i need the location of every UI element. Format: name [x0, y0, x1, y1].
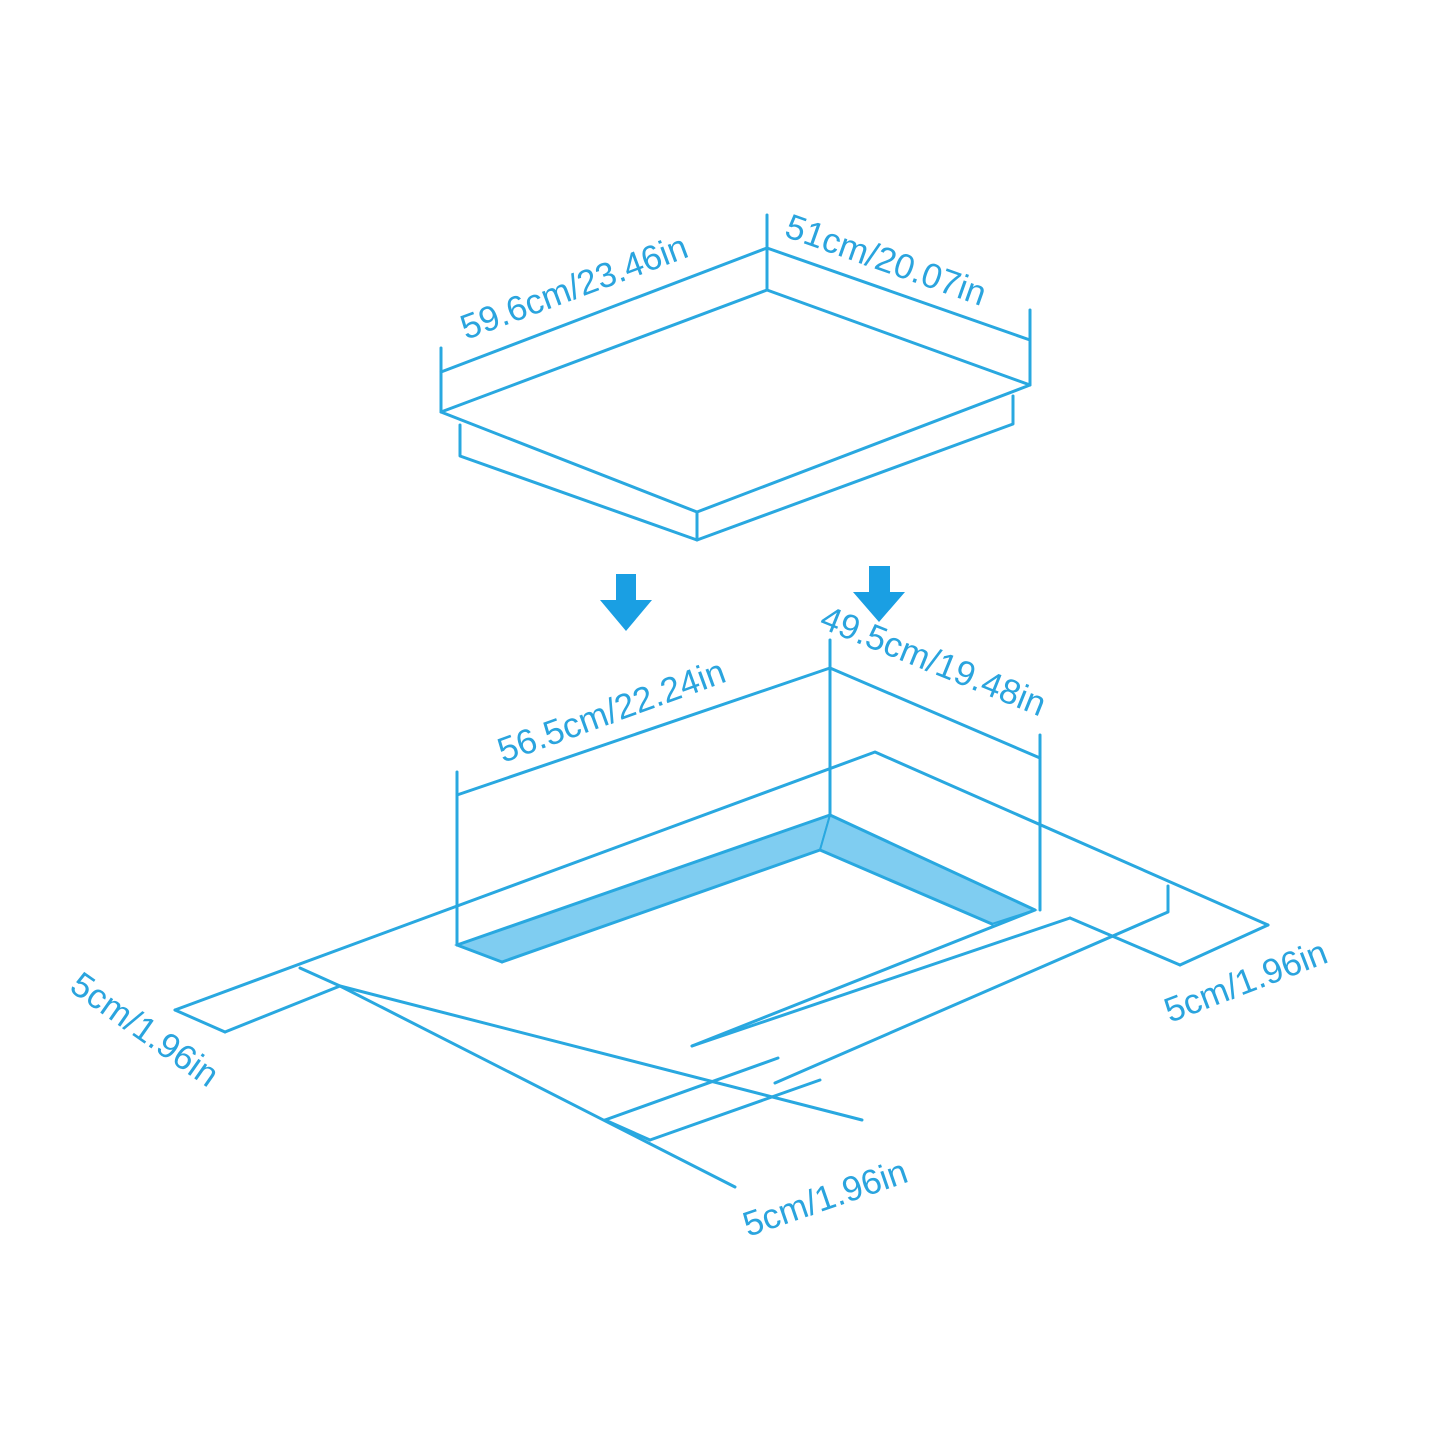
countertop: [173, 750, 1270, 1189]
cutout-back-wall: [818, 813, 1038, 926]
cutout-outline: [455, 813, 1037, 1048]
down-arrow-right-icon: [853, 566, 905, 622]
cutout-width-label: 56.5cm/22.24in: [492, 652, 730, 771]
hob-depth-dimension: [765, 246, 1032, 387]
hob-unit: 59.6cm/23.46in 51cm/20.07in: [439, 207, 1032, 542]
hob-depth-label: 51cm/20.07in: [780, 207, 991, 314]
hob-body: [458, 394, 1015, 542]
front-clearance-label: 5cm/1.96in: [738, 1152, 913, 1245]
cutout-depth-dimension: [828, 666, 1042, 912]
left-clearance-label: 5cm/1.96in: [63, 965, 226, 1095]
down-arrow-left-icon: [600, 574, 652, 631]
countertop-outline: [173, 750, 1270, 1012]
right-clearance-label: 5cm/1.96in: [1159, 933, 1333, 1031]
hob-width-dimension: [439, 213, 769, 414]
cutout-depth-label: 49.5cm/19.48in: [815, 598, 1052, 724]
hob-width-label: 59.6cm/23.46in: [455, 227, 693, 347]
